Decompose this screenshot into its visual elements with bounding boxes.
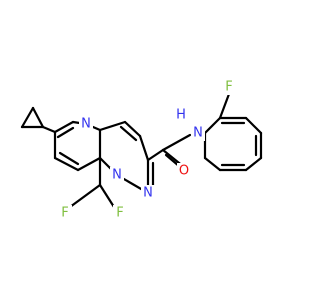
atom-label-layer: N N N N H O F xyxy=(58,79,236,221)
molecule-diagram: N N N N H O F xyxy=(20,79,263,221)
atom-h-amide: H xyxy=(174,107,188,123)
atom-n-bridge: N xyxy=(110,167,124,183)
bond-line xyxy=(119,125,138,142)
bond-line xyxy=(20,106,35,129)
bond-line xyxy=(161,133,192,152)
bond-line xyxy=(68,183,102,209)
bond-line xyxy=(53,156,80,172)
atom-f-left: F xyxy=(58,205,72,221)
bond-line xyxy=(41,125,57,134)
atom-f-aryl: F xyxy=(222,79,236,95)
n-pyrazole-label: N xyxy=(143,186,153,201)
bond-line xyxy=(203,156,222,172)
bond-line xyxy=(53,120,75,134)
bond-line xyxy=(146,148,165,162)
bond-line xyxy=(138,134,150,162)
atom-n-pyrazole: N xyxy=(141,185,155,201)
atom-f-right: F xyxy=(113,205,127,221)
f-aryl-label: F xyxy=(225,80,232,95)
bond-line xyxy=(58,151,80,166)
atom-n-pyrimidine: N xyxy=(79,116,93,132)
bond-line xyxy=(123,120,142,138)
bond-line xyxy=(244,116,263,135)
f-left-label: F xyxy=(61,206,68,221)
bond-line xyxy=(76,156,102,172)
h-amide-label: H xyxy=(176,108,186,123)
n-amide-label: N xyxy=(193,126,203,141)
bond-line xyxy=(203,116,222,135)
bond-line xyxy=(244,156,263,172)
atom-n-amide: N xyxy=(191,125,205,141)
molecule-structure: N N N N H O F xyxy=(20,79,263,221)
bond-line xyxy=(56,126,75,139)
f-right-label: F xyxy=(116,206,123,221)
n-bridge-label: N xyxy=(112,168,122,183)
bond-line xyxy=(31,106,45,129)
atom-o-carbonyl: O xyxy=(177,163,191,179)
bond-line xyxy=(98,120,127,132)
n-pyrimidine-label: N xyxy=(81,117,91,132)
o-carbonyl-label: O xyxy=(179,164,189,179)
bond-line xyxy=(218,92,231,120)
bond-line xyxy=(98,183,116,209)
